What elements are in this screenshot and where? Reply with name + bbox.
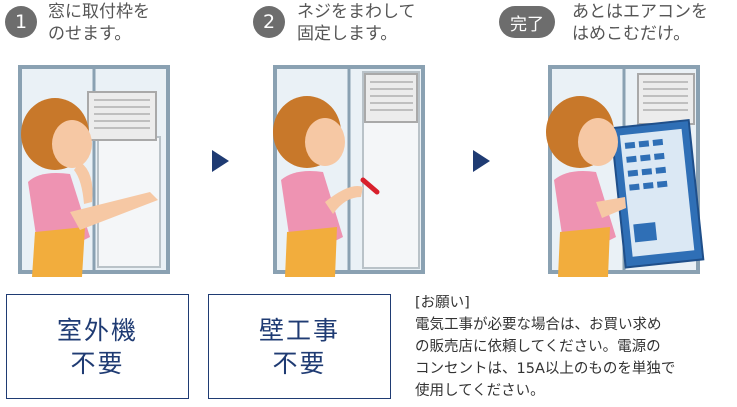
note-heading: [お願い] xyxy=(415,295,470,311)
note-line: 電気工事が必要な場合は、お買い求め xyxy=(415,317,662,333)
step-complete-text: あとはエアコンを はめこむだけ。 xyxy=(572,2,708,44)
illustration-fix-screws xyxy=(273,65,425,277)
note-line: の販売店に依頼してください。電源の xyxy=(415,339,661,355)
woman-apron xyxy=(558,227,610,277)
illustration-insert-aircon xyxy=(546,65,705,277)
step-1-badge: 1 xyxy=(5,6,37,38)
step-1-text: 窓に取付枠を のせます。 xyxy=(48,2,150,44)
arrow-right-icon xyxy=(212,150,229,172)
arrow-right-icon xyxy=(473,150,490,172)
step-complete-badge: 完了 xyxy=(499,6,555,38)
illustration-install-frame xyxy=(18,65,170,277)
frame-top-panel xyxy=(364,73,418,123)
screwdriver-icon xyxy=(360,177,380,195)
no-wall-work-box: 壁工事 不要 xyxy=(208,294,391,399)
woman-apron xyxy=(32,227,85,277)
note-line: コンセントは、15A以上のものを単独で xyxy=(415,361,676,377)
request-note: [お願い] 電気工事が必要な場合は、お買い求め の販売店に依頼してください。電源… xyxy=(415,292,735,402)
no-outdoor-unit-box: 室外機 不要 xyxy=(6,294,189,399)
frame-top-panel xyxy=(87,91,157,141)
woman-apron xyxy=(285,227,337,277)
step-2-badge: 2 xyxy=(253,6,285,38)
step-2-text: ネジをまわして 固定します。 xyxy=(297,2,416,44)
note-line: 使用してください。 xyxy=(415,383,545,399)
